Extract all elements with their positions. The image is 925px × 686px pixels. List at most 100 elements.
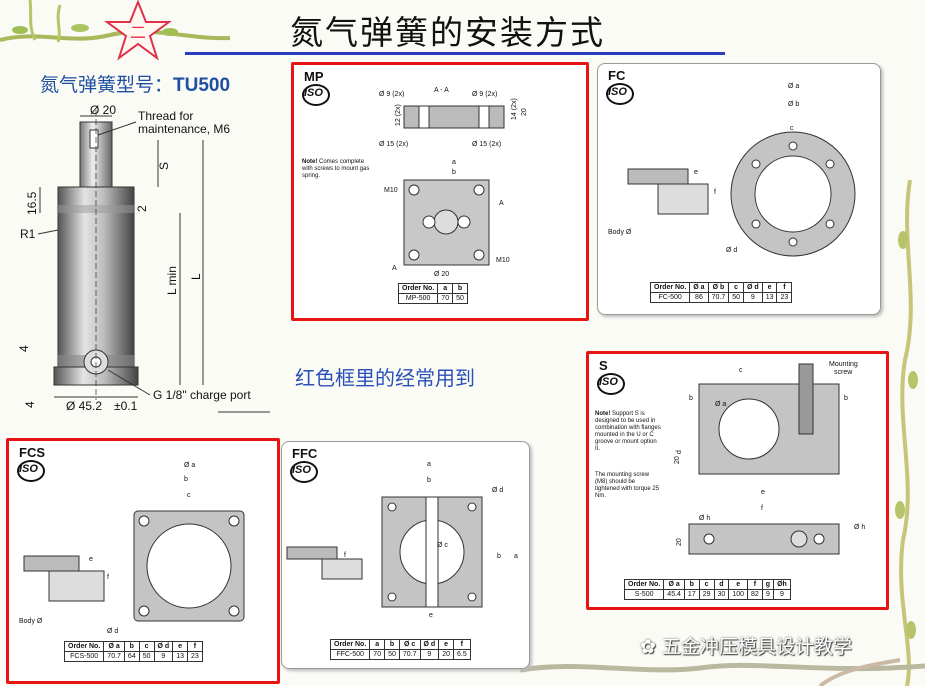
dim-s: S [157,162,171,170]
panel-mp: MP ISO Note! Comes complete with screws … [291,62,589,321]
iso-logo: ISO [597,373,625,395]
dim-tol: ±0.1 [114,399,138,413]
highlight-note: 红色框里的经常用到 [295,366,475,390]
svg-text:A: A [499,200,504,207]
slide-title: 氮气弹簧的安装方式 [290,13,605,52]
mp-drawing: Ø 9 (2x) A - A Ø 9 (2x) 14 (2x) 20 12 (2… [379,87,528,278]
dim-lmin: L min [165,266,179,295]
model-line: 氮气弹簧型号：TU500 [40,70,230,97]
star-section-icon: 二 [103,0,173,61]
svg-text:A - A: A - A [434,87,449,94]
svg-text:b: b [452,169,456,176]
svg-text:a: a [452,159,456,166]
dim-dia45: Ø 45.2 [66,399,102,413]
model-code: TU500 [173,75,231,96]
dim-2: 2 [135,205,149,212]
svg-text:M10: M10 [496,257,510,264]
svg-text:M10: M10 [384,187,398,194]
svg-text:Body Ø: Body Ø [19,618,43,625]
dim-16-5: 16.5 [25,191,39,215]
svg-text:b: b [427,477,431,484]
svg-text:Ø b: Ø b [788,101,799,108]
svg-text:f: f [714,189,716,196]
panel-title: S [599,358,608,373]
svg-text:Ø a: Ø a [715,401,726,408]
svg-text:e: e [89,556,93,563]
vine-decoration-right [895,180,918,686]
svg-text:b: b [689,395,693,402]
svg-text:Ø d: Ø d [107,628,118,635]
dim-dia20: Ø 20 [90,103,116,117]
panel-fc: FC ISO Ø a Ø b c Ø d e f Body Ø Order No… [597,63,881,315]
vine-decoration-bottom [520,658,925,686]
iso-logo: ISO [17,460,45,482]
svg-text:e: e [694,169,698,176]
s-drawing: Mounting screw c Ø a b b d e f Ø h Ø h 2… [674,361,865,555]
panel-s: S ISO Note! Support S is designed to be … [586,351,889,610]
dim-4b: 4 [23,401,37,408]
svg-text:e: e [429,612,433,619]
ffc-drawing: a b Ø d Ø c b a e f [286,461,518,619]
svg-text:c: c [739,367,743,374]
thread-label-2: maintenance, M6 [138,122,230,136]
s-note-2: The mounting screw (M8) should be tighte… [595,472,660,499]
model-prefix: 氮气弹簧型号： [40,74,174,96]
thread-label-1: Thread for [138,109,193,123]
dim-4a: 4 [18,345,31,352]
iso-logo: ISO [302,84,330,106]
svg-text:Ø 15 (2x): Ø 15 (2x) [379,141,408,148]
svg-text:d: d [676,450,683,454]
fc-drawing: Ø a Ø b c Ø d e f Body Ø [608,83,856,257]
svg-text:Ø a: Ø a [184,462,195,469]
iso-logo: ISO [606,83,634,105]
wechat-icon: ✿ [640,636,662,658]
dim-l: L [189,273,203,280]
vine-decoration-top-left [0,0,231,43]
dim-r1: R1 [20,227,36,241]
svg-text:f: f [107,574,109,581]
panel-title: FFC [292,446,318,461]
watermark: ✿ 五金冲压模具设计教学 [640,636,852,658]
svg-text:c: c [187,492,191,499]
charge-port-label: G 1/8" charge port [153,388,251,402]
fcs-drawing: Ø a b c Ø d e f Body Ø [19,462,245,635]
s-note-1: Note! Support S is designed to be used i… [595,411,661,452]
svg-text:f: f [761,505,763,512]
iso-logo: ISO [290,461,318,483]
svg-text:b: b [184,476,188,483]
svg-text:screw: screw [834,369,853,376]
svg-text:e: e [761,489,765,496]
title-underline [185,52,725,55]
svg-text:A: A [392,265,397,272]
svg-text:14 (2x): 14 (2x) [511,98,518,120]
svg-text:Ø c: Ø c [437,542,448,549]
svg-text:Mounting: Mounting [829,361,858,368]
star-label: 二 [130,23,146,42]
svg-text:a: a [514,553,518,560]
svg-text:12 (2x): 12 (2x) [395,104,402,126]
svg-text:Ø 9 (2x): Ø 9 (2x) [379,91,404,98]
svg-text:f: f [344,552,346,559]
svg-text:Body Ø: Body Ø [608,229,632,236]
svg-text:20: 20 [676,538,683,546]
svg-text:b: b [844,395,848,402]
svg-text:Ø h: Ø h [854,524,865,531]
panel-title: FC [608,68,626,83]
svg-text:c: c [790,125,794,132]
svg-text:Ø a: Ø a [788,83,799,90]
svg-text:Ø 15 (2x): Ø 15 (2x) [472,141,501,148]
svg-text:Ø d: Ø d [726,247,737,254]
svg-text:a: a [427,461,431,468]
svg-text:Ø 20: Ø 20 [434,271,449,278]
svg-text:Ø h: Ø h [699,515,710,522]
panel-title: FCS [19,445,45,460]
panel-fcs: FCS ISO Ø a b c Ø d e f Body Ø Order No.… [6,438,280,684]
svg-text:Ø 9 (2x): Ø 9 (2x) [472,91,497,98]
svg-text:Ø d: Ø d [492,487,503,494]
